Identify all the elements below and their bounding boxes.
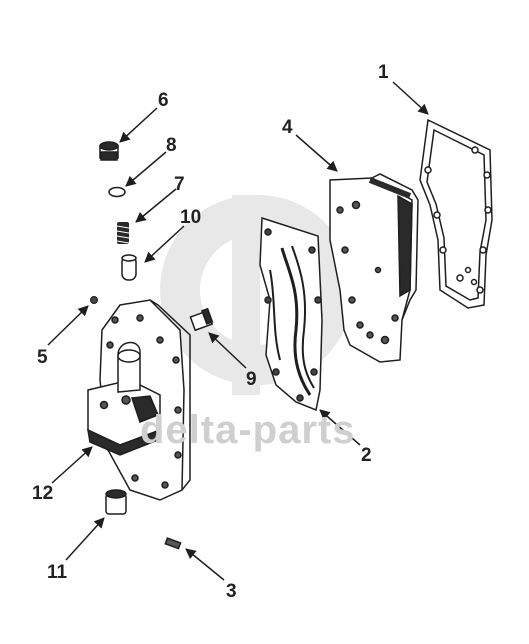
leader-3 — [185, 548, 225, 581]
callout-5: 5 — [37, 347, 48, 368]
o-ring — [108, 186, 126, 198]
leader-8 — [125, 151, 167, 187]
callout-2: 2 — [361, 445, 372, 466]
gasket-back — [419, 118, 493, 309]
oil-cooler-housing — [87, 299, 191, 501]
callout-11: 11 — [47, 562, 68, 583]
callout-9: 9 — [246, 369, 257, 390]
plug-small — [90, 296, 98, 304]
plug-11 — [105, 489, 127, 515]
plug-large — [99, 141, 119, 161]
callout-1: 1 — [378, 62, 389, 83]
plug-9 — [189, 307, 214, 332]
oil-cooler-core — [329, 173, 419, 363]
callout-10: 10 — [180, 207, 202, 228]
leader-6 — [119, 107, 158, 143]
leader-1 — [392, 81, 429, 115]
valve — [121, 254, 137, 281]
spring — [116, 222, 130, 244]
callout-12: 12 — [32, 483, 54, 504]
callout-6: 6 — [158, 90, 169, 111]
gasket-front — [259, 216, 323, 412]
screw — [164, 537, 182, 550]
leader-4 — [295, 134, 338, 172]
leader-lines — [47, 81, 429, 581]
leader-7 — [135, 188, 177, 223]
callout-8: 8 — [166, 135, 177, 156]
leader-9 — [208, 332, 247, 369]
leader-11 — [65, 517, 105, 561]
callout-3: 3 — [226, 581, 237, 602]
leader-5 — [47, 305, 89, 346]
leader-10 — [144, 225, 185, 263]
callout-7: 7 — [174, 174, 185, 195]
leader-12 — [51, 446, 93, 484]
leader-2 — [319, 409, 361, 446]
watermark-text: delta-parts — [140, 408, 356, 452]
callout-4: 4 — [282, 117, 293, 138]
